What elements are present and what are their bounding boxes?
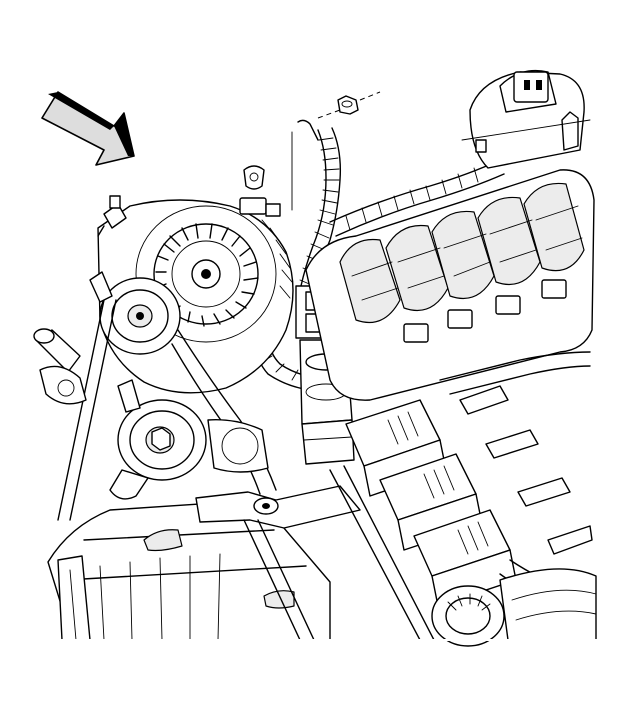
air-cleaner <box>47 499 331 641</box>
idler-pulley <box>33 271 269 500</box>
intake-manifold <box>305 69 595 401</box>
view-arrow <box>41 91 135 166</box>
wiring-bracket <box>195 465 597 647</box>
fastener-nut <box>291 91 381 211</box>
